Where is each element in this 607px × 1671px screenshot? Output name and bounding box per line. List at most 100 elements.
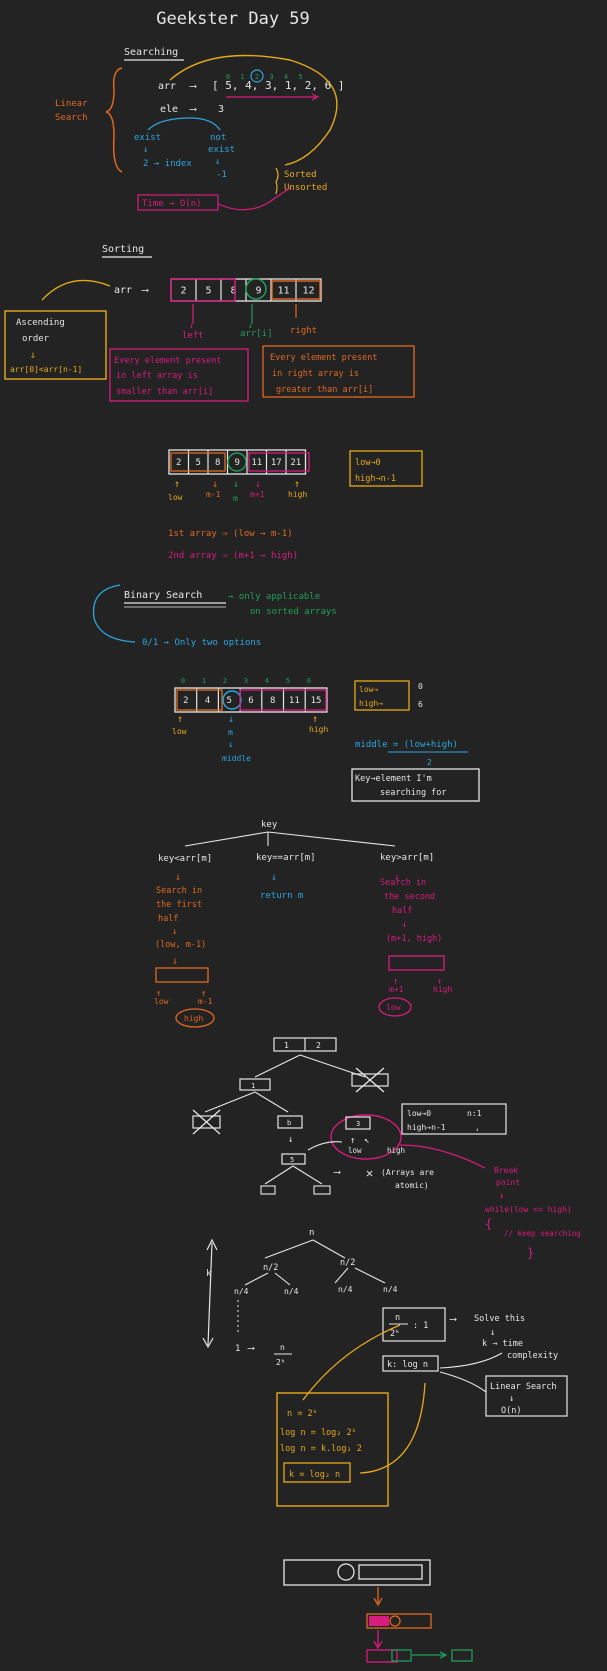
k-axis — [207, 1242, 213, 1346]
index-label: 2 — [223, 677, 227, 685]
array-cell: 9 — [235, 458, 240, 468]
time-text: Time → O(n) — [142, 199, 202, 209]
middle-formula-den: 2 — [427, 758, 432, 767]
options-text: 0/1 → Only two options — [142, 638, 261, 648]
not-text: not — [210, 133, 226, 143]
ex-low: low — [172, 727, 187, 736]
ex-box-high-val: 6 — [418, 700, 423, 709]
tree-right-2: the second — [384, 892, 435, 902]
cx-linear-1: Linear Search — [490, 1382, 557, 1392]
bottom-circle — [337, 1563, 355, 1581]
rec-high: high — [387, 1146, 405, 1155]
svg-text:↓: ↓ — [402, 920, 407, 930]
rec-leaf-2 — [313, 1185, 331, 1195]
unsorted-text: Unsorted — [284, 183, 327, 193]
right-note-1: Every element present — [270, 353, 377, 363]
rec-low: low — [348, 1146, 362, 1155]
tree-left-2: the first — [156, 900, 202, 910]
cx-n4d: n/4 — [383, 1285, 398, 1294]
linear-search-brace — [105, 67, 123, 173]
rec-node-5 — [345, 1116, 371, 1130]
minus-one: -1 — [216, 170, 227, 180]
tree-equal: key==arr[m] — [256, 853, 316, 863]
while-text: while(low <= high) — [485, 1205, 572, 1214]
tree-right-3: half — [392, 906, 412, 916]
svg-text:↓: ↓ — [143, 145, 148, 155]
right-note-box — [262, 345, 415, 398]
array-cell: 8 — [215, 458, 220, 468]
svg-text:↓: ↓ — [288, 1135, 293, 1145]
cx-d3: log n = k.log₂ 2 — [280, 1444, 362, 1454]
first-array-text: 1st array ⇒ (low → m-1) — [168, 529, 293, 539]
rec-node-4 — [277, 1115, 303, 1129]
array-cell: 12 — [302, 286, 314, 297]
split-high: high — [288, 490, 307, 499]
split-bounds-box — [349, 450, 423, 487]
key-note-1: Key→element I'm — [355, 774, 432, 784]
binary-heading: Binary Search — [124, 590, 202, 601]
sort-arr-label: arr — [114, 285, 132, 296]
svg-text:↑: ↑ — [156, 989, 161, 999]
cx-linear-box — [485, 1375, 568, 1417]
tree-l-mm: m-1 — [198, 997, 213, 1006]
rec-top-cell-2: 2 — [316, 1041, 321, 1050]
rec-top-cell-1: 1 — [284, 1041, 289, 1050]
rec-box-1b: n:1 — [467, 1109, 482, 1118]
array-cell: 2 — [183, 696, 188, 706]
svg-text:↓: ↓ — [228, 714, 234, 725]
bottom-inner-rect — [358, 1564, 423, 1580]
not-exist-branch — [189, 117, 221, 131]
applicable-2: on sorted arrays — [250, 607, 337, 617]
cx-k-time: k → time — [482, 1339, 523, 1349]
cx-n2b: n/2 — [340, 1258, 355, 1268]
svg-text:⇓: ⇓ — [172, 956, 178, 967]
exist-branch — [147, 117, 191, 131]
svg-text:⇓: ⇓ — [394, 872, 400, 883]
tree-r-high: high — [433, 985, 452, 994]
ele-arrow: ⟶ — [189, 104, 197, 115]
time-box — [137, 194, 219, 211]
cx-solve: Solve this — [474, 1314, 525, 1324]
ascending-text-1: Ascending — [16, 318, 65, 328]
rec-node-2 — [351, 1073, 389, 1087]
bottom-pink-rect — [366, 1649, 398, 1663]
svg-text:⟶: ⟶ — [247, 1343, 255, 1354]
index-label: 1 — [202, 677, 206, 685]
split-m-plus: m+1 — [250, 490, 265, 499]
key-tree-section: key key<arr[m] key==arr[m] key>arr[m] ⇓ … — [154, 820, 452, 1028]
ex-high: high — [309, 725, 328, 734]
exist-text: exist — [134, 133, 161, 143]
cx-arrow-frac: n — [280, 1343, 285, 1352]
tree-less: key<arr[m] — [158, 854, 212, 864]
cx-n4c: n/4 — [338, 1285, 353, 1294]
rec-node-2-cross — [355, 1067, 385, 1093]
ascending-arrow — [41, 279, 111, 301]
index-label: 5 — [286, 677, 290, 685]
tree-r-low: low — [386, 1003, 401, 1012]
tree-r-low-circle — [378, 997, 412, 1017]
rec-bounds-box — [401, 1103, 507, 1135]
target-circle — [250, 69, 264, 83]
rec-node-6-label: 5 — [290, 1156, 294, 1164]
svg-text:⟶: ⟶ — [333, 1167, 341, 1178]
index-label: 0 — [226, 73, 230, 81]
key-note-2: searching for — [380, 788, 447, 798]
cx-one: 1 — [235, 1344, 240, 1354]
array-cell: 5 — [227, 696, 232, 706]
rec-node-5-label: 3 — [356, 1120, 360, 1128]
svg-text:↓: ↓ — [212, 479, 218, 490]
tree-return-m: return m — [260, 891, 303, 901]
tree-r-mp: m+1 — [389, 985, 404, 994]
svg-text:↑: ↑ — [393, 977, 398, 987]
svg-text:↓: ↓ — [248, 321, 253, 330]
ascending-rule: arr[0]<arr[n-1] — [10, 365, 82, 374]
split-m: m — [233, 494, 238, 503]
cx-klog-box — [382, 1355, 439, 1372]
recursion-section: 1 2 1 b ↓ 5 3 ↑ ↖ low high low→0 n:1 hig… — [192, 1037, 581, 1260]
split-right-box — [248, 452, 310, 472]
bottom-green-rect-2 — [451, 1649, 473, 1662]
search-arr-arrow: ⟶ — [189, 81, 197, 92]
svg-text:↓: ↓ — [490, 1328, 495, 1338]
